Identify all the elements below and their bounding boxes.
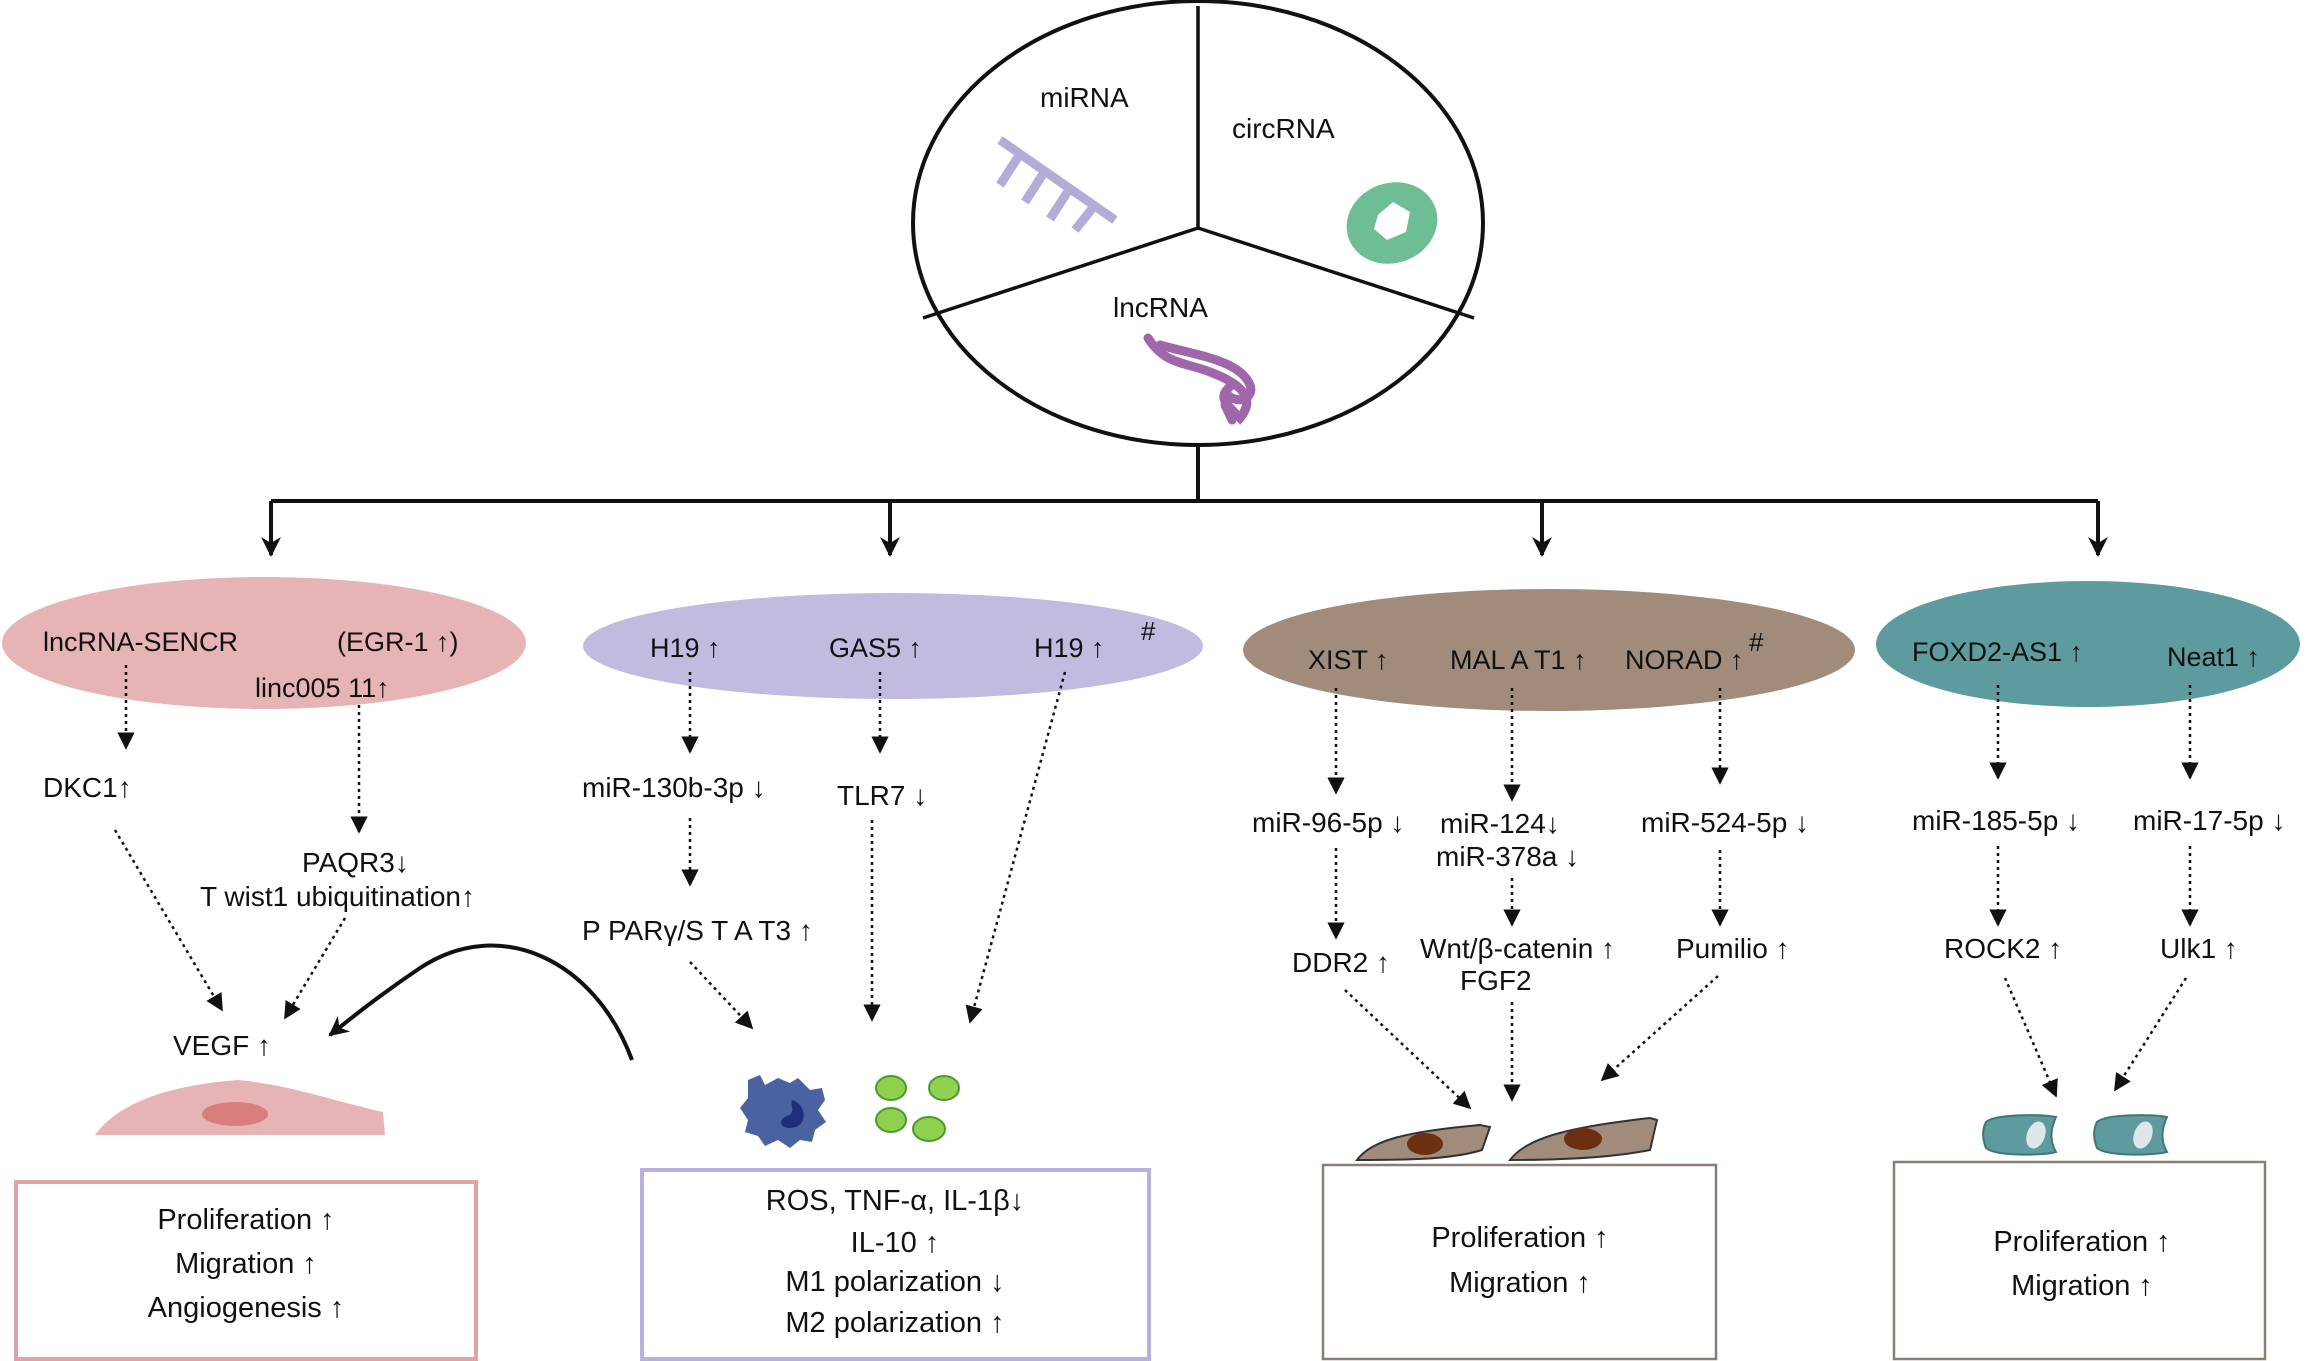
distribution-tree — [261, 445, 2108, 557]
group3-hash: # — [1749, 627, 1764, 657]
group4-outcome: Proliferation ↑ — [1993, 1226, 2170, 1258]
group3-head-b: MAL A T1 ↑ — [1450, 645, 1587, 675]
group-fibroblast: XIST ↑ MAL A T1 ↑ NORAD ↑ # miR-96-5p ↓ … — [1243, 589, 1855, 1361]
lncrna-icon — [1143, 333, 1256, 425]
group4-node-b: Ulk1 ↑ — [2160, 933, 2238, 964]
group1-outcome: Proliferation ↑ — [157, 1204, 334, 1236]
group1-node: VEGF ↑ — [173, 1030, 271, 1061]
lncrna-label: lncRNA — [1113, 292, 1208, 323]
teal-cell-icon — [1982, 1114, 2058, 1156]
dotted-arrow — [689, 961, 754, 1030]
sector-divider — [1197, 226, 1475, 320]
group4-target-a: miR-185-5p ↓ — [1912, 805, 2080, 836]
group4-outcome: Migration ↑ — [2011, 1270, 2153, 1302]
sector-divider — [922, 226, 1199, 320]
group4-target-b: miR-17-5p ↓ — [2133, 805, 2285, 836]
dotted-arrow — [1600, 975, 1719, 1082]
group1-head-c: linc005 11↑ — [255, 673, 390, 703]
group3-target-c: miR-524-5p ↓ — [1641, 807, 1809, 838]
group-teal: FOXD2-AS1 ↑ Neat1 ↑ miR-185-5p ↓ miR-17-… — [1876, 581, 2300, 1361]
group2-hash: # — [1141, 616, 1156, 646]
teal-cell-icon — [2093, 1114, 2169, 1156]
curved-feedback-arrow — [328, 943, 634, 1061]
group3-outcome-box — [1321, 1163, 1718, 1361]
group4-ellipse — [1876, 581, 2300, 707]
group3-node-b: Wnt/β-catenin ↑ — [1420, 933, 1615, 964]
group3-outcome: Migration ↑ — [1449, 1267, 1591, 1299]
group1-target-c: T wist1 ubiquitination↑ — [200, 881, 475, 912]
fibroblast-icon — [1355, 1123, 1492, 1162]
group4-node-a: ROCK2 ↑ — [1944, 933, 2062, 964]
group2-target-c: P PARγ/S T A T3 ↑ — [582, 915, 813, 946]
group2-ellipse — [583, 593, 1203, 699]
circrna-label: circRNA — [1232, 113, 1335, 144]
group2-target-b: TLR7 ↓ — [837, 780, 927, 811]
group4-head-a: FOXD2-AS1 ↑ — [1912, 637, 2083, 667]
fibroblast-icon — [1507, 1116, 1659, 1162]
group2-outcome: M2 polarization ↑ — [785, 1307, 1004, 1339]
group2-outcome: M1 polarization ↓ — [785, 1266, 1004, 1298]
group2-head-b: GAS5 ↑ — [829, 633, 922, 663]
group1-target-b: PAQR3↓ — [302, 847, 409, 878]
mirna-icon — [996, 136, 1118, 233]
group1-head-b: (EGR-1 ↑) — [337, 627, 459, 657]
group2-outcome-box — [640, 1168, 1151, 1361]
group3-outcome: Proliferation ↑ — [1431, 1222, 1608, 1254]
dotted-arrow — [2003, 977, 2058, 1098]
dotted-arrow — [1344, 989, 1472, 1110]
group2-target-a: miR-130b-3p ↓ — [582, 772, 766, 803]
group3-node-a: DDR2 ↑ — [1292, 947, 1390, 978]
mirna-label: miRNA — [1040, 82, 1129, 113]
group3-ellipse — [1243, 589, 1855, 711]
group2-head-c: H19 ↑ — [1034, 633, 1105, 663]
group3-node-c: Pumilio ↑ — [1676, 933, 1790, 964]
group1-target-a: DKC1↑ — [43, 772, 132, 803]
dotted-arrow — [2113, 977, 2188, 1092]
group2-head-a: H19 ↑ — [650, 633, 721, 663]
group3-head-c: NORAD ↑ — [1625, 645, 1744, 675]
dotted-arrow — [965, 671, 1067, 1024]
group3-target-b: miR-124↓ — [1440, 808, 1560, 839]
ncrna-circle — [911, 0, 1485, 447]
group1-ellipse — [2, 577, 526, 709]
group1-outcome: Angiogenesis ↑ — [148, 1292, 345, 1324]
group-endothelial: lncRNA-SENCR (EGR-1 ↑) linc005 11↑ DKC1↑… — [2, 577, 634, 1361]
group3-target-b2: miR-378a ↓ — [1436, 841, 1579, 872]
group1-head-a: lncRNA-SENCR — [43, 627, 238, 657]
dotted-arrow — [113, 829, 224, 1012]
group2-outcome: IL-10 ↑ — [851, 1227, 940, 1259]
group3-head-a: XIST ↑ — [1308, 645, 1389, 675]
endothelial-cell-icon — [95, 1080, 385, 1135]
group1-outcome: Migration ↑ — [175, 1248, 317, 1280]
macrophage-icon — [740, 1075, 826, 1148]
dotted-arrow — [283, 917, 347, 1020]
particles-icon — [875, 1075, 960, 1142]
group4-outcome-box — [1892, 1160, 2267, 1361]
group3-target-a: miR-96-5p ↓ — [1252, 807, 1404, 838]
group1-outcome-box — [14, 1180, 478, 1361]
group2-outcome: ROS, TNF-α, IL-1β↓ — [766, 1185, 1025, 1217]
group3-node-b2: FGF2 — [1460, 965, 1532, 996]
group4-head-b: Neat1 ↑ — [2167, 642, 2260, 672]
group-macrophage: H19 ↑ GAS5 ↑ H19 ↑ # miR-130b-3p ↓ TLR7 … — [582, 593, 1203, 1361]
circrna-icon — [1346, 182, 1438, 264]
